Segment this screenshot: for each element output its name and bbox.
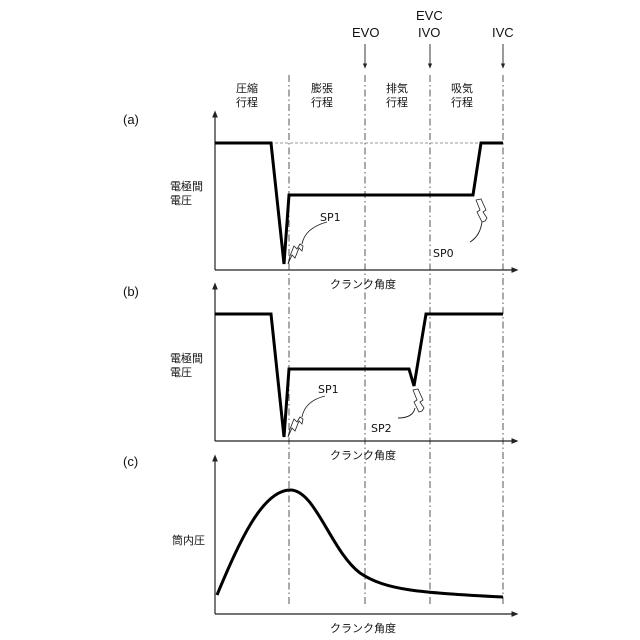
panel-c: (c) 筒内圧 クランク角度 <box>123 454 515 635</box>
panel-b-ylabel-line2: 電圧 <box>170 366 192 379</box>
evo-label: EVO <box>352 25 379 40</box>
ivc-label: IVC <box>492 25 514 40</box>
evc-label: EVC <box>416 8 443 23</box>
panel-c-cylinder-pressure-curve <box>217 490 503 597</box>
panel-a-sp1-label: SP1 <box>320 211 341 224</box>
panel-a-voltage-waveform <box>215 143 503 264</box>
panel-b-xlabel: クランク角度 <box>330 448 396 462</box>
panel-b-tag: (b) <box>123 284 139 299</box>
panel-b-sp1-label: SP1 <box>318 383 339 396</box>
panel-b-sp1-leader <box>302 396 325 417</box>
panel-a: (a) 電極間 電圧 クランク角度 SP1 SP0 <box>123 112 515 291</box>
panel-b-ylabel-line1: 電極間 <box>170 351 203 365</box>
panel-a-sp0-leader <box>470 222 482 242</box>
stroke-compression-line1: 圧縮 <box>236 81 258 95</box>
panel-a-sp0-spark-icon <box>476 199 487 222</box>
panel-c-tag: (c) <box>123 454 138 469</box>
stroke-expansion-line2: 行程 <box>311 96 333 109</box>
stroke-intake-line2: 行程 <box>451 96 473 109</box>
panel-b-sp2-label: SP2 <box>371 422 392 435</box>
panel-b-sp1-spark-icon <box>288 417 303 437</box>
stroke-exhaust-line2: 行程 <box>386 96 408 109</box>
panel-c-ylabel: 筒内圧 <box>172 533 205 547</box>
panel-c-xlabel: クランク角度 <box>330 621 396 635</box>
ivo-label: IVO <box>418 25 440 40</box>
panel-b-sp2-leader <box>398 408 415 418</box>
stroke-expansion-line1: 膨張 <box>311 81 333 95</box>
panel-a-ylabel-line1: 電極間 <box>170 179 203 193</box>
stroke-intake-line1: 吸気 <box>451 81 473 95</box>
panel-b: (b) 電極間 電圧 クランク角度 SP1 SP2 <box>123 284 515 462</box>
panel-a-sp1-leader <box>302 222 327 244</box>
panel-a-sp0-label: SP0 <box>433 247 454 260</box>
panel-a-sp1-spark-icon <box>288 244 303 264</box>
stroke-exhaust-line1: 排気 <box>386 81 408 95</box>
panel-b-voltage-waveform <box>215 314 503 437</box>
panel-a-xlabel: クランク角度 <box>330 277 396 291</box>
stroke-compression-line2: 行程 <box>236 96 258 109</box>
panel-a-ylabel-line2: 電圧 <box>170 194 192 207</box>
panel-a-tag: (a) <box>123 112 139 127</box>
